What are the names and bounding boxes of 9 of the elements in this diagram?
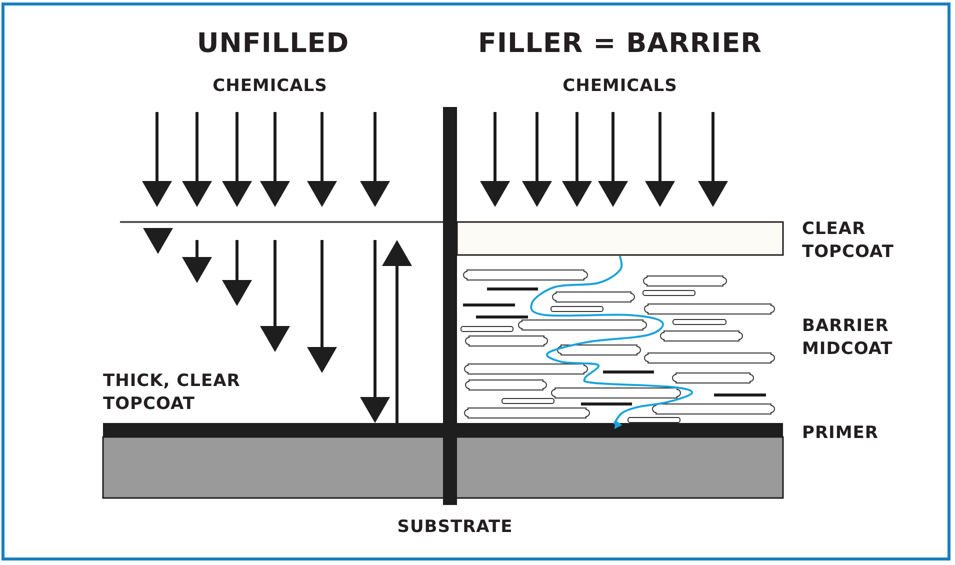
panel-heading: FILLER = BARRIER	[477, 28, 763, 59]
layer-label: THICK, CLEAR TOPCOAT	[103, 370, 242, 416]
layer-label: BARRIER MIDCOAT	[802, 315, 894, 361]
chemicals-label: CHEMICALS	[212, 76, 328, 96]
panel-heading: UNFILLED	[196, 28, 350, 59]
layer-label: CLEAR TOPCOAT	[802, 218, 895, 264]
chemicals-label: CHEMICALS	[562, 76, 678, 96]
layer-label: PRIMER	[802, 422, 880, 445]
layer-label: SUBSTRATE	[396, 516, 514, 539]
